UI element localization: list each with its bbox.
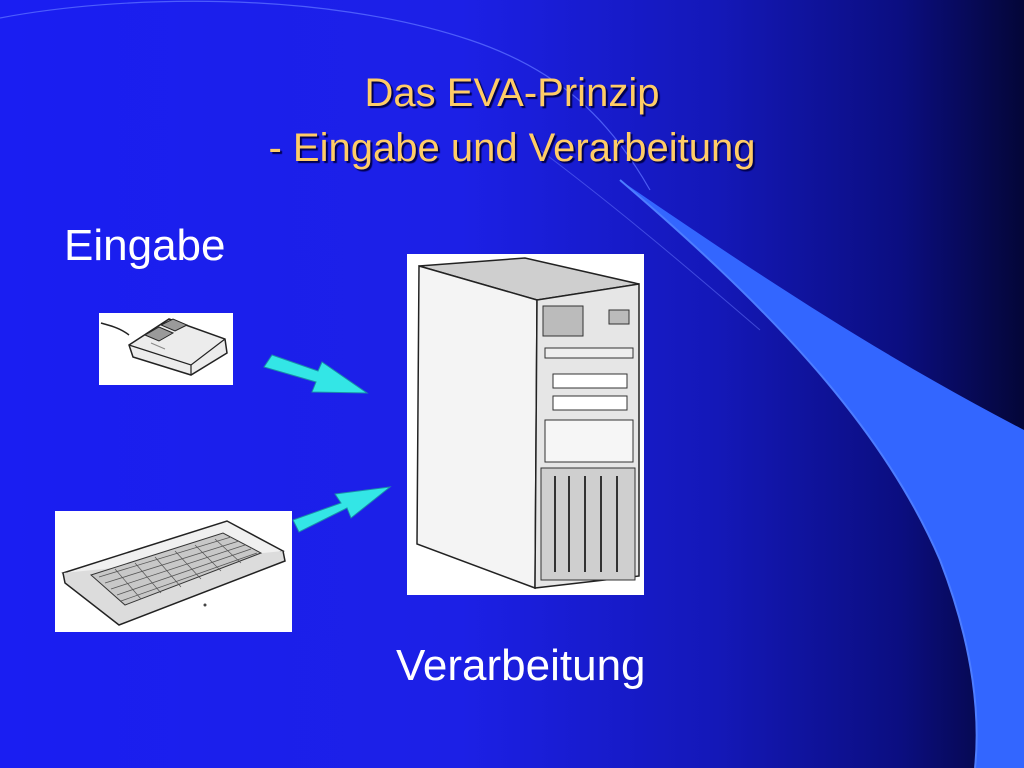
- slide-title-line2: - Eingabe und Verarbeitung: [268, 126, 756, 170]
- label-verarbeitung: Verarbeitung: [396, 641, 646, 690]
- pc-tower-icon: [416, 257, 640, 590]
- keyboard-icon: [61, 520, 286, 626]
- label-eingabe: Eingabe: [64, 221, 226, 270]
- pc-tower-image: [407, 254, 644, 595]
- mouse-icon: [100, 318, 228, 376]
- keyboard-image: [55, 511, 292, 632]
- slide-title-line1: Das EVA-Prinzip: [364, 71, 660, 115]
- mouse-image: [99, 313, 233, 385]
